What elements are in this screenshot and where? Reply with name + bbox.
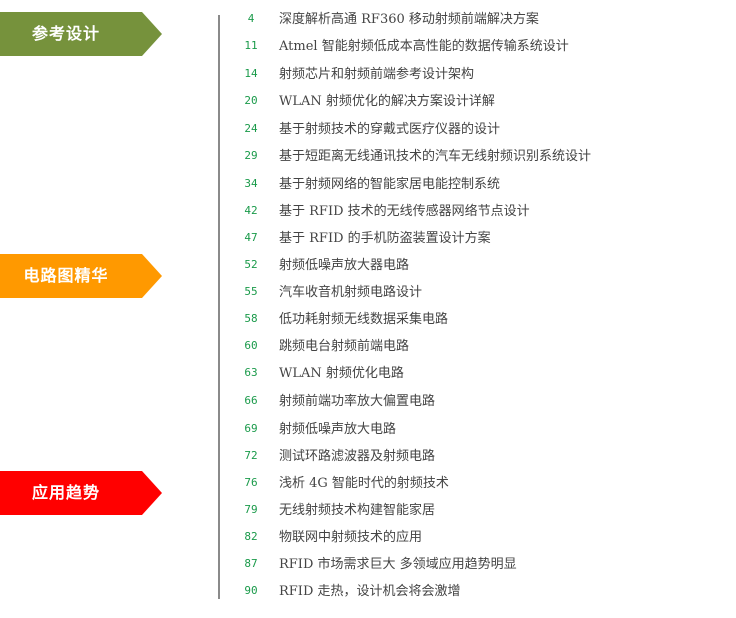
toc-title[interactable]: RFID 市场需求巨大 多领域应用趋势明显 xyxy=(279,557,517,572)
toc-title[interactable]: 射频前端功率放大偏置电路 xyxy=(279,394,436,409)
toc-title[interactable]: 深度解析高通 RF360 移动射频前端解决方案 xyxy=(279,12,539,27)
toc-entry[interactable]: 79 无线射频技术构建智能家居 xyxy=(236,501,716,521)
toc-entry[interactable]: 66 射频前端功率放大偏置电路 xyxy=(236,392,716,412)
toc-page-number: 76 xyxy=(244,476,258,489)
toc-page-number: 42 xyxy=(244,204,258,217)
toc-title[interactable]: 汽车收音机射频电路设计 xyxy=(279,285,423,300)
toc-title[interactable]: 基于 RFID 技术的无线传感器网络节点设计 xyxy=(279,204,530,219)
toc-title[interactable]: 基于射频技术的穿戴式医疗仪器的设计 xyxy=(279,122,501,137)
toc-entry[interactable]: 52 射频低噪声放大器电路 xyxy=(236,256,716,276)
toc-page-number: 63 xyxy=(244,366,258,379)
toc-page-number: 58 xyxy=(244,312,258,325)
toc-title[interactable]: 跳频电台射频前端电路 xyxy=(279,339,410,354)
toc-entry[interactable]: 90 RFID 走热，设计机会将会激增 xyxy=(236,582,716,602)
toc-entry[interactable]: 24 基于射频技术的穿戴式医疗仪器的设计 xyxy=(236,120,716,140)
toc-page-number: 60 xyxy=(244,339,258,352)
toc-entry[interactable]: 55 汽车收音机射频电路设计 xyxy=(236,283,716,303)
toc-page-number: 11 xyxy=(244,39,258,52)
toc-title[interactable]: 射频芯片和射频前端参考设计架构 xyxy=(279,67,475,82)
toc-page-number: 66 xyxy=(244,394,258,407)
section-label: 电路图精华 xyxy=(23,266,109,285)
toc-entry[interactable]: 42 基于 RFID 技术的无线传感器网络节点设计 xyxy=(236,202,716,222)
toc-entry[interactable]: 60 跳频电台射频前端电路 xyxy=(236,337,716,357)
toc-entry[interactable]: 34 基于射频网络的智能家居电能控制系统 xyxy=(236,175,716,195)
toc-title[interactable]: Atmel 智能射频低成本高性能的数据传输系统设计 xyxy=(279,39,569,54)
toc-page-number: 34 xyxy=(244,177,258,190)
toc-title[interactable]: 基于短距离无线通讯技术的汽车无线射频识别系统设计 xyxy=(279,149,592,164)
toc-entry[interactable]: 20 WLAN 射频优化的解决方案设计详解 xyxy=(236,92,716,112)
section-banner-application-trends: 应用趋势 xyxy=(0,471,162,515)
toc-entry[interactable]: 82 物联网中射频技术的应用 xyxy=(236,528,716,548)
arrow-banner-shape xyxy=(0,471,162,515)
toc-page-number: 90 xyxy=(244,584,258,597)
section-label: 应用趋势 xyxy=(31,483,100,502)
toc-title[interactable]: WLAN 射频优化电路 xyxy=(279,366,404,381)
toc-entry[interactable]: 69 射频低噪声放大电路 xyxy=(236,420,716,440)
toc-page-number: 20 xyxy=(244,94,258,107)
toc-title[interactable]: 基于射频网络的智能家居电能控制系统 xyxy=(279,177,501,192)
toc-title[interactable]: 基于 RFID 的手机防盗装置设计方案 xyxy=(279,231,491,246)
toc-title[interactable]: 测试环路滤波器及射频电路 xyxy=(279,449,436,464)
arrow-banner-shape xyxy=(0,12,162,56)
toc-title[interactable]: 浅析 4G 智能时代的射频技术 xyxy=(279,476,449,491)
toc-page-number: 29 xyxy=(244,149,258,162)
toc-page-number: 24 xyxy=(244,122,258,135)
toc-entry[interactable]: 47 基于 RFID 的手机防盗装置设计方案 xyxy=(236,229,716,249)
toc-title[interactable]: 无线射频技术构建智能家居 xyxy=(279,503,436,518)
toc-page-number: 52 xyxy=(244,258,258,271)
toc-page-number: 47 xyxy=(244,231,258,244)
toc-page-number: 14 xyxy=(244,67,258,80)
toc-page-number: 87 xyxy=(244,557,258,570)
toc-page-number: 4 xyxy=(247,12,255,25)
toc-entry[interactable]: 58 低功耗射频无线数据采集电路 xyxy=(236,310,716,330)
toc-entry[interactable]: 11 Atmel 智能射频低成本高性能的数据传输系统设计 xyxy=(236,37,716,57)
toc-entry[interactable]: 63 WLAN 射频优化电路 xyxy=(236,364,716,384)
toc-page-number: 79 xyxy=(244,503,258,516)
toc-title[interactable]: 射频低噪声放大器电路 xyxy=(279,258,410,273)
toc-title[interactable]: 射频低噪声放大电路 xyxy=(279,422,397,437)
toc-entry[interactable]: 14 射频芯片和射频前端参考设计架构 xyxy=(236,65,716,85)
vertical-divider xyxy=(218,15,220,599)
toc-entry[interactable]: 76 浅析 4G 智能时代的射频技术 xyxy=(236,474,716,494)
toc-title[interactable]: 低功耗射频无线数据采集电路 xyxy=(279,312,449,327)
toc-page-number: 55 xyxy=(244,285,258,298)
toc-title[interactable]: 物联网中射频技术的应用 xyxy=(279,530,423,545)
toc-entry[interactable]: 4 深度解析高通 RF360 移动射频前端解决方案 xyxy=(236,10,716,30)
toc-title[interactable]: WLAN 射频优化的解决方案设计详解 xyxy=(279,94,495,109)
section-banner-reference-design: 参考设计 xyxy=(0,12,162,56)
toc-page-number: 82 xyxy=(244,530,258,543)
toc-entry[interactable]: 29 基于短距离无线通讯技术的汽车无线射频识别系统设计 xyxy=(236,147,716,167)
toc-entry[interactable]: 87 RFID 市场需求巨大 多领域应用趋势明显 xyxy=(236,555,716,575)
section-banner-circuit-highlights: 电路图精华 xyxy=(0,254,162,298)
toc-page-number: 72 xyxy=(244,449,258,462)
toc-title[interactable]: RFID 走热，设计机会将会激增 xyxy=(279,584,461,599)
arrow-banner-shape xyxy=(0,254,162,298)
section-label: 参考设计 xyxy=(31,24,100,43)
toc-page-number: 69 xyxy=(244,422,258,435)
toc-entry[interactable]: 72 测试环路滤波器及射频电路 xyxy=(236,447,716,467)
